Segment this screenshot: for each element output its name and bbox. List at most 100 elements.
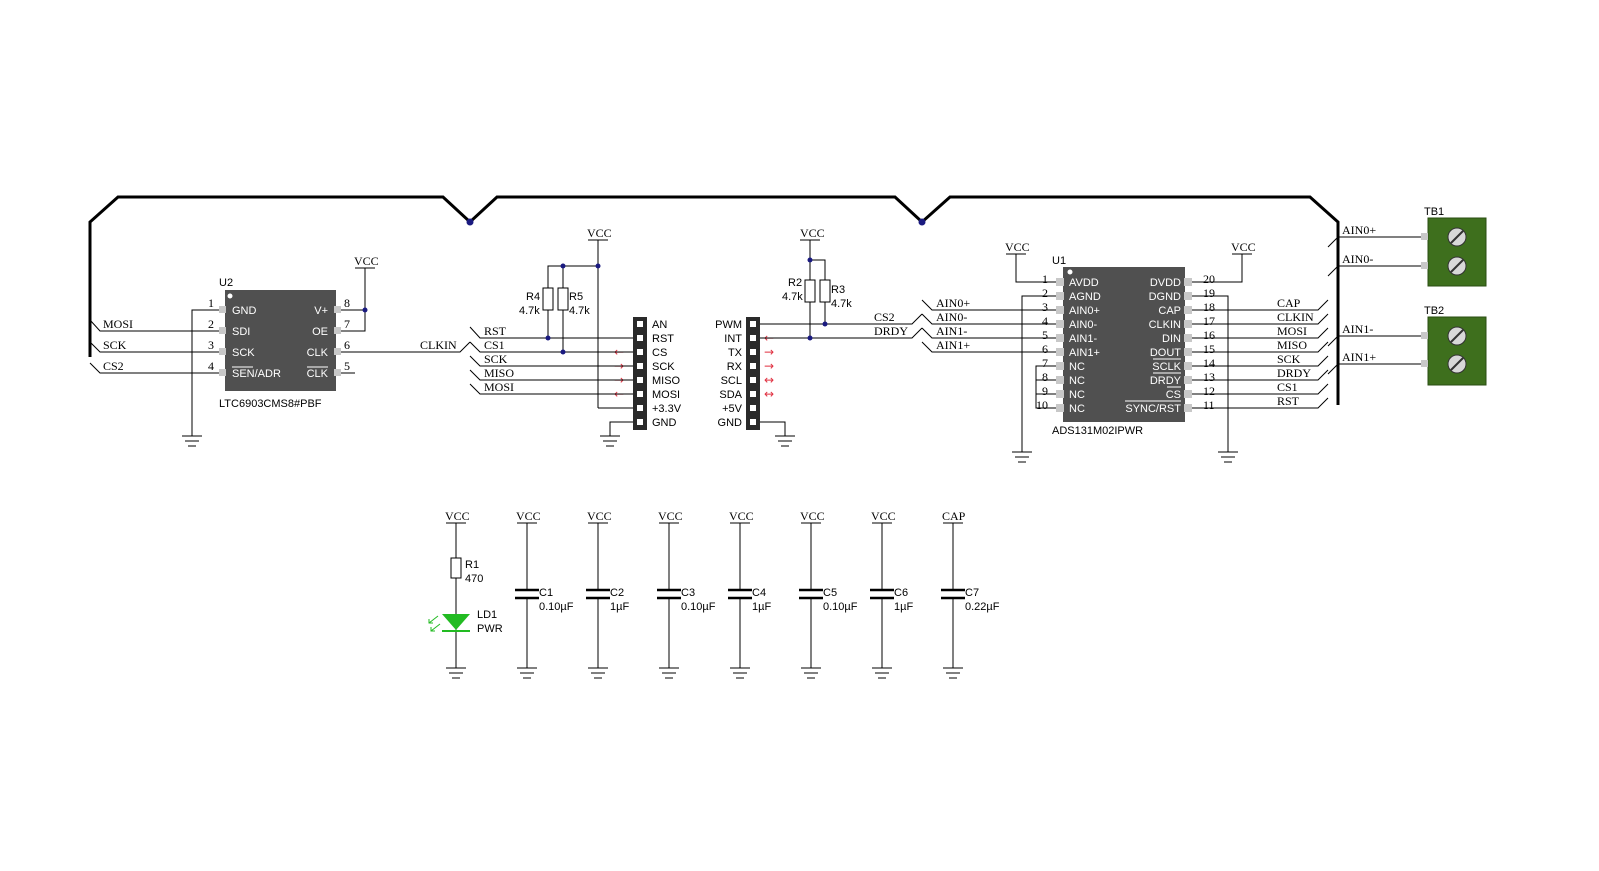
net-label-sck: SCK — [1277, 352, 1301, 366]
u1-pin-name: NC — [1069, 389, 1085, 401]
u1-pin-num: 4 — [1042, 314, 1048, 328]
net-label-ain1p: AIN1+ — [1342, 350, 1376, 364]
r1-value: 470 — [465, 573, 483, 585]
u1-ref: U1 — [1052, 255, 1066, 267]
mikrobus-right-header: PWM INT TX RX SCL SDA +5V GND ← → → ↔ ↔ — [715, 317, 774, 430]
u1-pin-num: 15 — [1203, 342, 1215, 356]
net-label-rst: RST — [1277, 394, 1300, 408]
net-label-clkin: CLKIN — [420, 338, 457, 352]
r4-resistor — [542, 287, 554, 311]
u1-pin-name: AIN0+ — [1069, 305, 1100, 317]
u1-pin-name: DGND — [1149, 291, 1181, 303]
mb-left-pin-rst: RST — [652, 333, 674, 345]
u1-pin-num: 1 — [1042, 272, 1048, 286]
net-label-vcc: VCC — [445, 509, 470, 523]
r4-value: 4.7k — [519, 305, 540, 317]
u2-part: LTC6903CMS8#PBF — [219, 398, 322, 410]
terminal-wiring: AIN0+ AIN0- AIN1- AIN1+ — [1327, 223, 1421, 375]
capacitor-ref: C2 — [610, 587, 624, 599]
r3-resistor — [819, 279, 831, 303]
u1-pin-num: 9 — [1042, 384, 1048, 398]
net-label-sck: SCK — [103, 338, 127, 352]
tb2-ref: TB2 — [1424, 305, 1444, 317]
net-label-clkin: CLKIN — [1277, 310, 1314, 324]
r5-ref: R5 — [569, 291, 583, 303]
mb-right-pin-scl: SCL — [721, 375, 742, 387]
net-label-miso: MISO — [1277, 338, 1307, 352]
u2-pin-num: 6 — [344, 338, 350, 352]
u2-pin-name: CLK — [307, 368, 329, 380]
u1-pin-num: 10 — [1036, 398, 1048, 412]
mb-left-pin-mosi: MOSI — [652, 389, 680, 401]
ld1-value: PWR — [477, 623, 503, 635]
capacitor-value: 1µF — [752, 601, 771, 613]
net-label-vcc: VCC — [1231, 240, 1256, 254]
led-icon — [442, 614, 470, 630]
u2-oscillator: U2 LTC6903CMS8#PBF 1 2 3 4 GND SDI SCK S… — [208, 277, 350, 410]
tb2-terminal-block: TB2 — [1421, 305, 1487, 386]
net-label-cs1: CS1 — [484, 338, 505, 352]
u2-wiring: MOSI SCK CS2 VCC CLKIN — [89, 254, 471, 447]
net-label-ain0m: AIN0- — [1342, 252, 1373, 266]
u1-pin-name: NC — [1069, 375, 1085, 387]
bus-junction — [918, 218, 926, 226]
net-label-vcc: VCC — [587, 226, 612, 240]
net-label-sck: SCK — [484, 352, 508, 366]
u1-pin-num: 20 — [1203, 272, 1215, 286]
net-label-drdy: DRDY — [1277, 366, 1311, 380]
mb-right-pin-sda: SDA — [719, 389, 742, 401]
capacitor-ref: C5 — [823, 587, 837, 599]
r2-resistor — [804, 279, 816, 303]
u1-pin-num: 11 — [1203, 398, 1215, 412]
mb-right-pin-pwm: PWM — [715, 319, 742, 331]
u1-pin-num: 17 — [1203, 314, 1215, 328]
u1-pin-num: 8 — [1042, 370, 1048, 384]
arrow-right-icon: → — [764, 345, 774, 359]
u1-pin-num: 13 — [1203, 370, 1215, 384]
mb-right-pin-gnd: GND — [718, 417, 743, 429]
bidir-arrow-icon: ↔ — [764, 373, 774, 387]
capacitor-ref: C3 — [681, 587, 695, 599]
mb-left-pin-miso: MISO — [652, 375, 681, 387]
net-label-supply: VCC — [800, 509, 825, 523]
net-label-vcc: VCC — [354, 254, 379, 268]
net-label-supply: VCC — [658, 509, 683, 523]
u1-pin-name: AIN0- — [1069, 319, 1097, 331]
net-label-rst: RST — [484, 324, 507, 338]
u2-pin-num: 4 — [208, 359, 214, 373]
u2-chip-body — [225, 290, 336, 391]
u2-pin1-marker — [227, 293, 233, 299]
u1-pin1-marker — [1067, 269, 1073, 275]
u1-pin-num: 16 — [1203, 328, 1215, 342]
net-label-cs1: CS1 — [1277, 380, 1298, 394]
capacitor-value: 0.22µF — [965, 601, 1000, 613]
u2-pin-name: OE — [312, 326, 328, 338]
u2-pin-name: SCK — [232, 347, 255, 359]
net-label-cap: CAP — [1277, 296, 1301, 310]
net-label-ain1p: AIN1+ — [936, 338, 970, 352]
r4-ref: R4 — [526, 291, 540, 303]
u1-wiring: VCC AIN0+ AIN0- AIN1- AIN1+ VCC CAP CLKI… — [921, 240, 1329, 463]
net-label-mosi: MOSI — [484, 380, 514, 394]
u1-pin-name: NC — [1069, 403, 1085, 415]
r1-resistor — [450, 557, 462, 579]
mb-right-pin-5v: +5V — [722, 403, 743, 415]
ld1-ref: LD1 — [477, 609, 497, 621]
r3-ref: R3 — [831, 284, 845, 296]
u2-pin-num: 3 — [208, 338, 214, 352]
u1-pin-name: AVDD — [1069, 277, 1099, 289]
capacitor-value: 1µF — [610, 601, 629, 613]
net-label-supply: VCC — [871, 509, 896, 523]
mikrobus-left-wiring: RST CS1 SCK MISO MOSI VCC R4 4.7k R5 4.7… — [469, 226, 633, 447]
u1-pin-name: CS — [1166, 389, 1181, 401]
u1-pin-num: 5 — [1042, 328, 1048, 342]
u2-ref: U2 — [219, 277, 233, 289]
mikrobus-right-wiring: CS2 DRDY VCC R2 4.7k R3 4.7k — [760, 226, 923, 447]
u1-pin-name: AGND — [1069, 291, 1101, 303]
u1-pin-name: CAP — [1158, 305, 1181, 317]
